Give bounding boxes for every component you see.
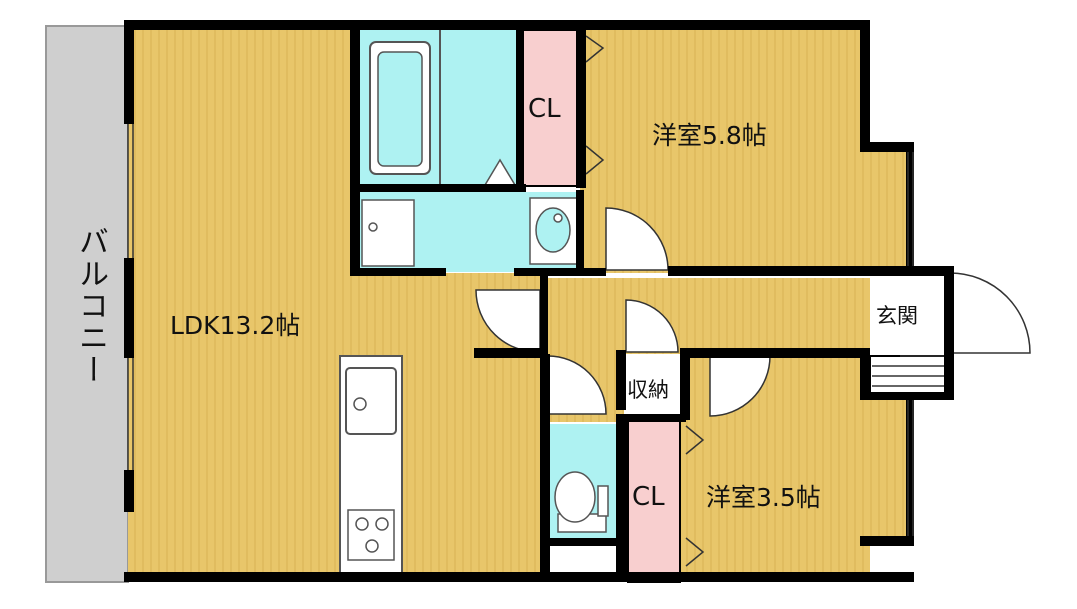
toilet-room	[546, 424, 624, 538]
entrance-label: 玄関	[876, 304, 918, 328]
walls	[124, 20, 954, 582]
closet-bottom-label: CL	[632, 482, 665, 512]
storage-label: 収納	[627, 378, 669, 402]
windows	[127, 124, 914, 536]
ldk-label: LDK13.2帖	[170, 311, 301, 340]
entrance	[869, 272, 1031, 395]
western-room-small-label: 洋室3.5帖	[706, 483, 821, 512]
washroom	[356, 192, 580, 272]
closet-top-label: CL	[528, 94, 561, 124]
bathroom	[356, 26, 520, 188]
door-swings	[475, 207, 946, 417]
balcony	[45, 25, 129, 583]
balcony-label: バルコニー	[73, 226, 108, 386]
closets	[519, 29, 705, 583]
western-room-large-label: 洋室5.8帖	[652, 121, 767, 150]
kitchen-counter	[339, 355, 403, 577]
